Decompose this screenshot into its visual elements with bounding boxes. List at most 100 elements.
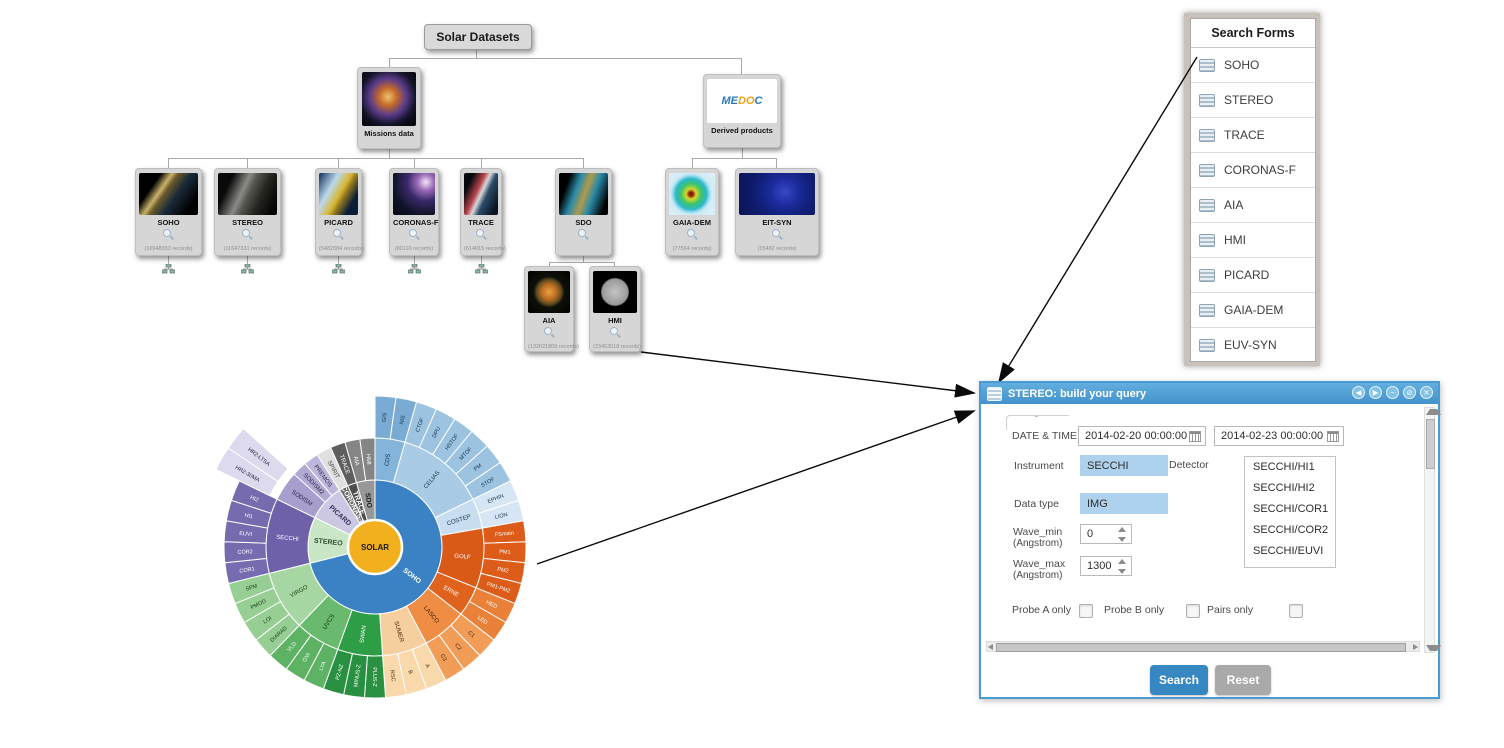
next-button[interactable]: ▶ xyxy=(1369,386,1382,399)
tree-node-stereo[interactable]: STEREO (11647331 records) xyxy=(214,168,281,256)
sunburst-label-c1: C1 xyxy=(466,630,475,639)
subtree-icon[interactable] xyxy=(162,264,175,274)
tree-node-coronas-f[interactable]: CORONAS-F (80110 records) xyxy=(389,168,439,256)
tree-node-derived-products[interactable]: MEDOC Derived products xyxy=(703,74,781,148)
subtree-icon[interactable] xyxy=(332,264,345,274)
subtree-icon[interactable] xyxy=(475,264,488,274)
instrument-selected[interactable]: SECCHI xyxy=(1080,455,1168,476)
search-magnifier-icon[interactable] xyxy=(609,327,621,338)
search-magnifier-icon[interactable] xyxy=(578,229,589,240)
vscroll-thumb[interactable] xyxy=(1426,419,1435,469)
search-magnifier-icon[interactable] xyxy=(163,229,174,240)
reset-button[interactable]: Reset xyxy=(1215,665,1271,695)
scroll-left-icon[interactable] xyxy=(988,643,993,650)
scroll-up-icon[interactable] xyxy=(1426,409,1441,415)
node-label: Derived products xyxy=(711,126,773,135)
search-magnifier-icon[interactable] xyxy=(475,229,487,240)
vertical-scrollbar[interactable] xyxy=(1424,407,1441,653)
sunburst-label-hed: HED xyxy=(485,600,498,610)
form-icon xyxy=(987,386,1002,401)
search-magnifier-icon[interactable] xyxy=(333,229,344,240)
search-form-item-label: CORONAS-F xyxy=(1224,163,1296,177)
records-count: (80110 records) xyxy=(394,246,434,252)
picard-satellite-image xyxy=(319,173,358,215)
minimize-button[interactable]: − xyxy=(1386,386,1399,399)
node-label: HMI xyxy=(608,316,622,325)
records-count: (15482 records) xyxy=(757,246,797,252)
tree-node-aia[interactable]: AIA (132021809 records) xyxy=(524,266,579,352)
wavemin-value: 0 xyxy=(1087,528,1094,540)
search-form-item-aia[interactable]: AIA xyxy=(1191,188,1315,223)
wavemin-input[interactable]: 0 xyxy=(1080,524,1132,544)
pairs-only-label: Pairs only xyxy=(1207,604,1254,616)
spinner-icon[interactable] xyxy=(1116,527,1128,542)
spinner-icon[interactable] xyxy=(1116,559,1128,574)
sunburst-label-a: A xyxy=(423,663,430,669)
dialog-titlebar[interactable]: STEREO: build your query ◀ ▶ − ⊘ ✕ xyxy=(981,383,1438,404)
search-form-item-hmi[interactable]: HMI xyxy=(1191,223,1315,258)
sunburst-segment-hmi[interactable] xyxy=(359,437,376,482)
tree-node-trace[interactable]: TRACE (614015 records) xyxy=(460,168,506,256)
search-magnifier-icon[interactable] xyxy=(242,229,253,240)
tree-node-missions-data[interactable]: Missions data xyxy=(357,67,421,149)
probe-b-checkbox[interactable] xyxy=(1186,604,1200,618)
search-form-item-euv-syn[interactable]: EUV-SYN xyxy=(1191,328,1315,362)
hscroll-thumb[interactable] xyxy=(996,643,1406,652)
detector-option[interactable]: SECCHI/HI1 xyxy=(1253,461,1315,473)
detector-option[interactable]: SECCHI/COR1 xyxy=(1253,503,1329,515)
detector-label: Detector xyxy=(1169,459,1209,471)
search-magnifier-icon[interactable] xyxy=(771,229,783,240)
search-form-item-stereo[interactable]: STEREO xyxy=(1191,83,1315,118)
wavemax-input[interactable]: 1300 xyxy=(1080,556,1132,576)
search-form-item-coronas-f[interactable]: CORONAS-F xyxy=(1191,153,1315,188)
form-icon xyxy=(1199,303,1215,317)
detector-option[interactable]: SECCHI/EUVI xyxy=(1253,545,1324,557)
search-form-item-picard[interactable]: PICARD xyxy=(1191,258,1315,293)
search-form-item-gaia-dem[interactable]: GAIA-DEM xyxy=(1191,293,1315,328)
tree-node-sdo[interactable]: SDO xyxy=(555,168,612,256)
close-button[interactable]: ✕ xyxy=(1420,386,1433,399)
node-label: SOHO xyxy=(157,218,180,227)
search-form-item-trace[interactable]: TRACE xyxy=(1191,118,1315,153)
detector-option[interactable]: SECCHI/COR2 xyxy=(1253,524,1329,536)
tree-node-hmi[interactable]: HMI (23453018 records) xyxy=(589,266,641,352)
search-magnifier-icon[interactable] xyxy=(408,229,420,240)
subtree-icon[interactable] xyxy=(408,264,421,274)
block-button[interactable]: ⊘ xyxy=(1403,386,1416,399)
medoc-logo-text: MEDOC xyxy=(721,95,763,107)
calendar-icon[interactable] xyxy=(1189,430,1201,442)
sunburst-label-c2: C2 xyxy=(453,643,462,652)
search-form-item-label: PICARD xyxy=(1224,268,1270,282)
form-icon xyxy=(1199,198,1215,212)
connector xyxy=(776,158,777,168)
tree-root-solar-datasets[interactable]: Solar Datasets xyxy=(424,24,532,50)
search-magnifier-icon[interactable] xyxy=(543,327,555,338)
subtree-icon[interactable] xyxy=(241,264,254,274)
tree-node-soho[interactable]: SOHO (16948033 records) xyxy=(135,168,202,256)
horizontal-scrollbar[interactable] xyxy=(986,641,1420,652)
calendar-icon[interactable] xyxy=(1327,430,1339,442)
date-start-input[interactable]: 2014-02-20 00:00:00 xyxy=(1078,426,1206,446)
sunburst-segment-hr2-ltsa[interactable] xyxy=(227,427,289,483)
stereo-satellite-image xyxy=(218,173,277,215)
scroll-right-icon[interactable] xyxy=(1413,643,1418,650)
search-form-item-soho[interactable]: SOHO xyxy=(1191,48,1315,83)
sunburst-center-solar[interactable] xyxy=(346,518,404,576)
pairs-only-checkbox[interactable] xyxy=(1289,604,1303,618)
search-magnifier-icon[interactable] xyxy=(686,229,698,240)
prev-button[interactable]: ◀ xyxy=(1352,386,1365,399)
records-count: (23453018 records) xyxy=(593,344,642,350)
date-end-input[interactable]: 2014-02-23 00:00:00 xyxy=(1214,426,1344,446)
connector xyxy=(742,148,743,158)
datatype-selected[interactable]: IMG xyxy=(1080,493,1168,514)
detector-option[interactable]: SECCHI/HI2 xyxy=(1253,482,1315,494)
probe-a-checkbox[interactable] xyxy=(1079,604,1093,618)
sunburst-label-swan: SWAN xyxy=(360,625,368,643)
datatype-label: Data type xyxy=(1014,498,1059,510)
tree-node-eit-syn[interactable]: EIT-SYN (15482 records) xyxy=(735,168,819,256)
search-button[interactable]: Search xyxy=(1150,665,1208,695)
tree-node-gaia-dem[interactable]: GAIA-DEM (77564 records) xyxy=(665,168,719,256)
scroll-down-icon[interactable] xyxy=(1426,645,1441,651)
tree-node-picard[interactable]: PICARD (5482084 records) xyxy=(315,168,364,256)
